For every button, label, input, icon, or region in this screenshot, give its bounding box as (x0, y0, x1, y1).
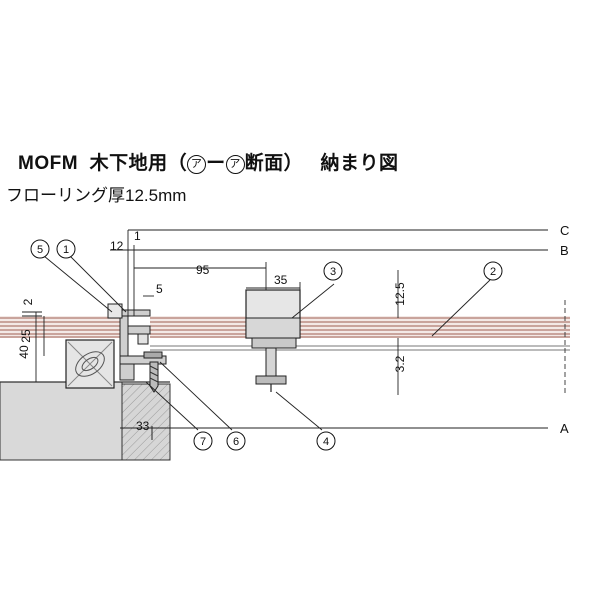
leader-lines (43, 255, 491, 431)
wood-joist (65, 339, 115, 389)
callout-3: 3 (323, 261, 343, 281)
dim-40: 40 (17, 345, 31, 359)
callout-5: 5 (30, 239, 50, 259)
level-a-label: A (560, 421, 569, 436)
dimensions (22, 230, 399, 429)
callout-2: 2 (483, 261, 503, 281)
svg-text:2: 2 (490, 266, 496, 278)
dim-3-2: 3.2 (393, 355, 407, 372)
svg-text:4: 4 (323, 436, 329, 448)
callout-4: 4 (316, 431, 336, 451)
title-paren-close: ） (283, 153, 304, 174)
dim-12: 12 (110, 239, 124, 253)
dim-5: 5 (156, 282, 163, 296)
svg-text:6: 6 (233, 436, 239, 448)
support-pedestal (245, 289, 301, 392)
section-from-mark: ア (187, 155, 207, 174)
flooring-thickness-label: フローリング厚12.5mm (6, 186, 187, 205)
title-model: MOFM (18, 153, 79, 174)
svg-text:5: 5 (37, 244, 43, 256)
dim-25: 25 (19, 329, 33, 343)
level-lines (110, 229, 548, 440)
svg-text:1: 1 (63, 244, 69, 256)
dim-95: 95 (196, 263, 210, 277)
dim-35: 35 (274, 273, 288, 287)
dim-33: 33 (136, 419, 150, 433)
title-section-word: 断面 (244, 153, 284, 174)
title-drawing-type: 納まり図 (320, 153, 399, 174)
section-to-mark: ア (225, 155, 245, 174)
title-paren-open: （ (167, 153, 188, 174)
stopper-profile (107, 303, 167, 393)
dim-1: 1 (134, 229, 141, 243)
callout-6: 6 (226, 431, 246, 451)
dim-12-5: 12.5 (393, 282, 407, 306)
title-dash: ー (206, 153, 226, 174)
drawing-title: MOFM 木下地用（アーア断面） 納まり図 (18, 148, 399, 175)
dim-2: 2 (21, 298, 35, 305)
svg-text:3: 3 (330, 266, 336, 278)
title-usage: 木下地用 (89, 153, 168, 174)
svg-text:7: 7 (200, 436, 206, 448)
callout-7: 7 (193, 431, 213, 451)
callout-1: 1 (56, 239, 76, 259)
level-b-label: B (560, 243, 569, 258)
level-c-label: C (560, 223, 569, 238)
